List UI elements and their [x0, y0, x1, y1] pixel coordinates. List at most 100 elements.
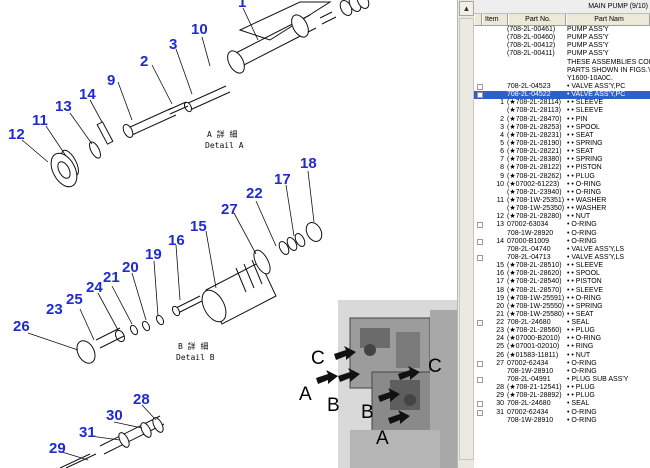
row-checkbox[interactable] — [477, 360, 483, 367]
callout-9[interactable]: 9 — [107, 72, 116, 89]
table-row[interactable]: 708-1W-28910• O-RING — [474, 368, 650, 376]
row-checkbox[interactable] — [477, 377, 483, 384]
row-checkbox[interactable] — [477, 238, 483, 245]
callout-16[interactable]: 16 — [168, 232, 185, 249]
row-part-name: PARTS SHOWN IN FIGS.Y — [567, 66, 650, 74]
table-row[interactable]: 18(★708-2L-28570)• • SLEEVE — [474, 287, 650, 295]
callout-19[interactable]: 19 — [145, 246, 162, 263]
callout-21[interactable]: 21 — [103, 269, 120, 286]
table-row[interactable]: 708-1W-28910• O-RING — [474, 417, 650, 425]
table-row[interactable]: (708-2L-00411)PUMP ASS'Y — [474, 50, 650, 58]
table-row[interactable]: 6(★708-2L-28221)• • SEAT — [474, 148, 650, 156]
table-row[interactable]: 4(★708-2L-28231)• • SEAT — [474, 132, 650, 140]
row-checkbox[interactable] — [477, 320, 483, 327]
callout-1[interactable]: 1 — [238, 0, 247, 11]
callout-27[interactable]: 27 — [221, 201, 238, 218]
callout-31[interactable]: 31 — [79, 424, 96, 441]
callout-20[interactable]: 20 — [122, 259, 139, 276]
table-row[interactable]: 21(★708-1W-25580)• • SEAT — [474, 311, 650, 319]
detail-b-en-label: Detail B — [176, 353, 215, 362]
callout-28[interactable]: 28 — [133, 391, 150, 408]
callout-22[interactable]: 22 — [246, 185, 263, 202]
table-row[interactable]: (★708-2L-28113)• • SLEEVE — [474, 107, 650, 115]
callout-23[interactable]: 23 — [46, 301, 63, 318]
table-row[interactable]: 20(★708-1W-25550)• • SPRING — [474, 303, 650, 311]
table-row[interactable]: (★708-1W-25350)• • WASHER — [474, 205, 650, 213]
callout-12[interactable]: 12 — [8, 126, 25, 143]
table-row[interactable]: 3(★708-2L-28253)• • SPOOL — [474, 124, 650, 132]
table-row[interactable]: 9(★708-2L-28262)• • PLUG — [474, 173, 650, 181]
header-check-column[interactable] — [474, 14, 482, 25]
table-row[interactable]: 29(★708-2L-28892)• • PLUG — [474, 392, 650, 400]
table-row[interactable]: (708-2L-00412)PUMP ASS'Y — [474, 42, 650, 50]
diagram-scrollbar[interactable]: ▲ — [457, 0, 474, 468]
table-row[interactable]: 708-2L-04523• VALVE ASS'Y,PC — [474, 83, 650, 91]
table-row[interactable]: 8(★708-2L-28122)• • PISTON — [474, 164, 650, 172]
table-row[interactable]: 25(★07001-02010)• • RING — [474, 343, 650, 351]
scroll-thumb[interactable] — [459, 18, 474, 460]
table-row[interactable]: (★708-2L-23940)• • O-RING — [474, 189, 650, 197]
callout-15[interactable]: 15 — [190, 218, 207, 235]
header-item[interactable]: Item — [482, 14, 508, 25]
row-checkbox[interactable] — [477, 254, 483, 261]
row-checkbox[interactable] — [477, 401, 483, 408]
table-row[interactable]: 17(★708-2L-28540)• • PISTON — [474, 278, 650, 286]
table-row[interactable]: 5(★708-2L-28190)• • SPRING — [474, 140, 650, 148]
row-checkbox[interactable] — [477, 409, 483, 416]
callout-13[interactable]: 13 — [55, 98, 72, 115]
row-checkbox[interactable] — [477, 222, 483, 229]
table-row[interactable]: 15(★708-2L-28510)• • SLEEVE — [474, 262, 650, 270]
callout-24[interactable]: 24 — [86, 279, 103, 296]
callout-3[interactable]: 3 — [169, 36, 178, 53]
callout-17[interactable]: 17 — [274, 171, 291, 188]
table-row[interactable]: 12(★708-2L-28280)• • NUT — [474, 213, 650, 221]
callout-30[interactable]: 30 — [106, 407, 123, 424]
table-row[interactable]: 708-2L-04522• VALVE ASS'Y,PC — [474, 91, 650, 100]
table-row[interactable]: 1(★708-2L-28114)• • SLEEVE — [474, 99, 650, 107]
table-row[interactable]: (708-2L-00461)PUMP ASS'Y — [474, 26, 650, 34]
row-part-name: • • NUT — [567, 213, 591, 221]
callout-25[interactable]: 25 — [66, 291, 83, 308]
callout-2[interactable]: 2 — [140, 53, 149, 70]
scroll-up-button[interactable]: ▲ — [459, 1, 474, 16]
table-row[interactable]: 708-2L-04991• PLUG SUB ASS'Y — [474, 376, 650, 384]
row-checkbox[interactable] — [477, 83, 483, 90]
table-row[interactable]: THESE ASSEMBLIES CON — [474, 59, 650, 67]
table-row[interactable]: 19(★708-1W-25591)• • O-RING — [474, 295, 650, 303]
callout-10[interactable]: 10 — [191, 21, 208, 38]
table-row[interactable]: 24(★07000-B2010)• • O-RING — [474, 335, 650, 343]
table-row[interactable]: Y1600-10A0C. — [474, 75, 650, 83]
table-row[interactable]: PARTS SHOWN IN FIGS.Y — [474, 67, 650, 75]
table-row[interactable]: 708-1W-28920• O-RING — [474, 230, 650, 238]
table-row[interactable]: 28(★708-21-12541)• • PLUG — [474, 384, 650, 392]
callout-29[interactable]: 29 — [49, 440, 66, 457]
callout-26[interactable]: 26 — [13, 318, 30, 335]
parts-list-panel: MAIN PUMP (9/10) Item Part No. Part Nam … — [474, 0, 650, 468]
header-part-no[interactable]: Part No. — [508, 14, 566, 25]
table-row[interactable]: 10(★07002-61223)• • O-RING — [474, 181, 650, 189]
row-item-number: 17 — [496, 278, 504, 286]
callout-18[interactable]: 18 — [300, 155, 317, 172]
table-row[interactable]: (708-2L-00460)PUMP ASS'Y — [474, 34, 650, 42]
table-row[interactable]: 708-2L-04713• VALVE ASS'Y,LS — [474, 254, 650, 262]
table-row[interactable]: 23(★708-2L-28560)• • PLUG — [474, 327, 650, 335]
header-part-name[interactable]: Part Nam — [566, 14, 650, 25]
table-row[interactable]: 16(★708-2L-28620)• • SPOOL — [474, 270, 650, 278]
view-marker-a-2: A — [376, 428, 389, 449]
callout-11[interactable]: 11 — [32, 112, 48, 129]
table-row[interactable]: 2(★708-2L-28470)• • PIN — [474, 116, 650, 124]
callout-14[interactable]: 14 — [79, 86, 96, 103]
table-row[interactable]: 11(★708-1W-25351)• • WASHER — [474, 197, 650, 205]
row-checkbox[interactable] — [477, 92, 483, 99]
row-part-number: (★708-2L-28231) — [507, 131, 562, 139]
row-part-number: (708-2L-00411) — [507, 50, 555, 58]
table-row[interactable]: 7(★708-2L-28380)• • SPRING — [474, 156, 650, 164]
table-row[interactable]: 26(★01583-11811)• • NUT — [474, 352, 650, 360]
table-row[interactable]: 708-2L-04740• VALVE ASS'Y,LS — [474, 246, 650, 254]
